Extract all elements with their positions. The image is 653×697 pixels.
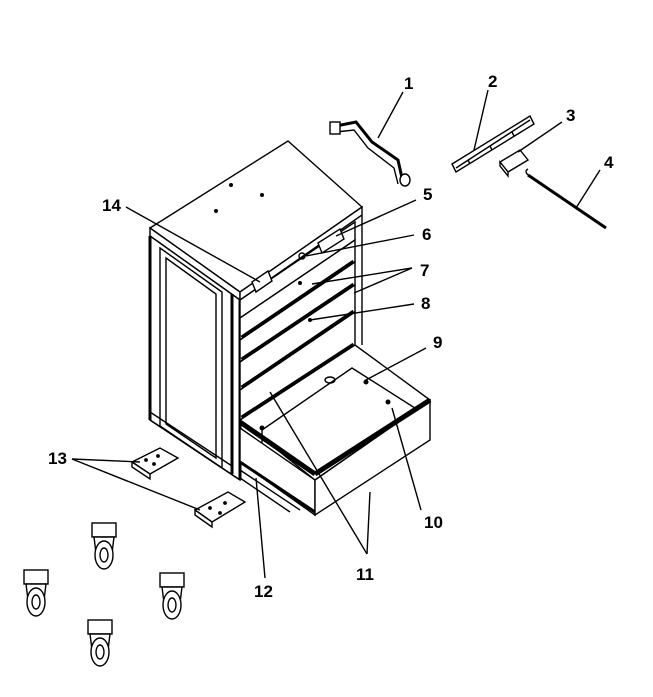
part-2-rail (451, 115, 535, 173)
label-6: 6 (422, 225, 431, 244)
leader-13a (71, 458, 141, 463)
callout-labels: 1 2 3 4 5 6 7 8 9 10 11 12 13 14 (48, 72, 614, 601)
label-8: 8 (421, 294, 430, 313)
label-9: 9 (433, 333, 442, 352)
label-3: 3 (566, 106, 575, 125)
leader-8 (309, 303, 415, 321)
label-10: 10 (424, 513, 443, 532)
part-1-handle (329, 120, 411, 187)
label-1: 1 (404, 74, 413, 93)
leader-6 (305, 234, 415, 257)
leader-14 (125, 206, 261, 283)
caster-1 (91, 522, 117, 570)
caster-4 (87, 619, 113, 667)
caster-3 (159, 572, 185, 620)
leader-7b (353, 267, 413, 294)
label-5: 5 (423, 185, 432, 204)
leader-1 (377, 91, 404, 139)
leader-12 (255, 477, 266, 579)
leader-13b (71, 458, 201, 511)
leader-5 (335, 199, 417, 237)
part-13-brackets (130, 447, 247, 529)
label-12: 12 (254, 582, 273, 601)
leader-7a (311, 267, 413, 285)
leader-4 (575, 169, 601, 209)
leader-2 (473, 89, 489, 151)
leader-11a (269, 391, 368, 555)
lock-item-14 (251, 269, 273, 294)
part-4-rod (525, 168, 607, 230)
open-drawer (238, 344, 432, 517)
leader-11b (366, 491, 371, 555)
label-14: 14 (102, 196, 121, 215)
label-7: 7 (420, 261, 429, 280)
leader-10 (391, 407, 422, 511)
leader-lines (71, 89, 601, 579)
label-4: 4 (604, 153, 614, 172)
leader-9 (365, 347, 427, 381)
leader-3 (517, 121, 563, 153)
part-3-plate (498, 149, 530, 178)
label-13: 13 (48, 449, 67, 468)
caster-2 (23, 569, 49, 617)
label-11: 11 (356, 565, 374, 584)
label-2: 2 (488, 72, 497, 91)
